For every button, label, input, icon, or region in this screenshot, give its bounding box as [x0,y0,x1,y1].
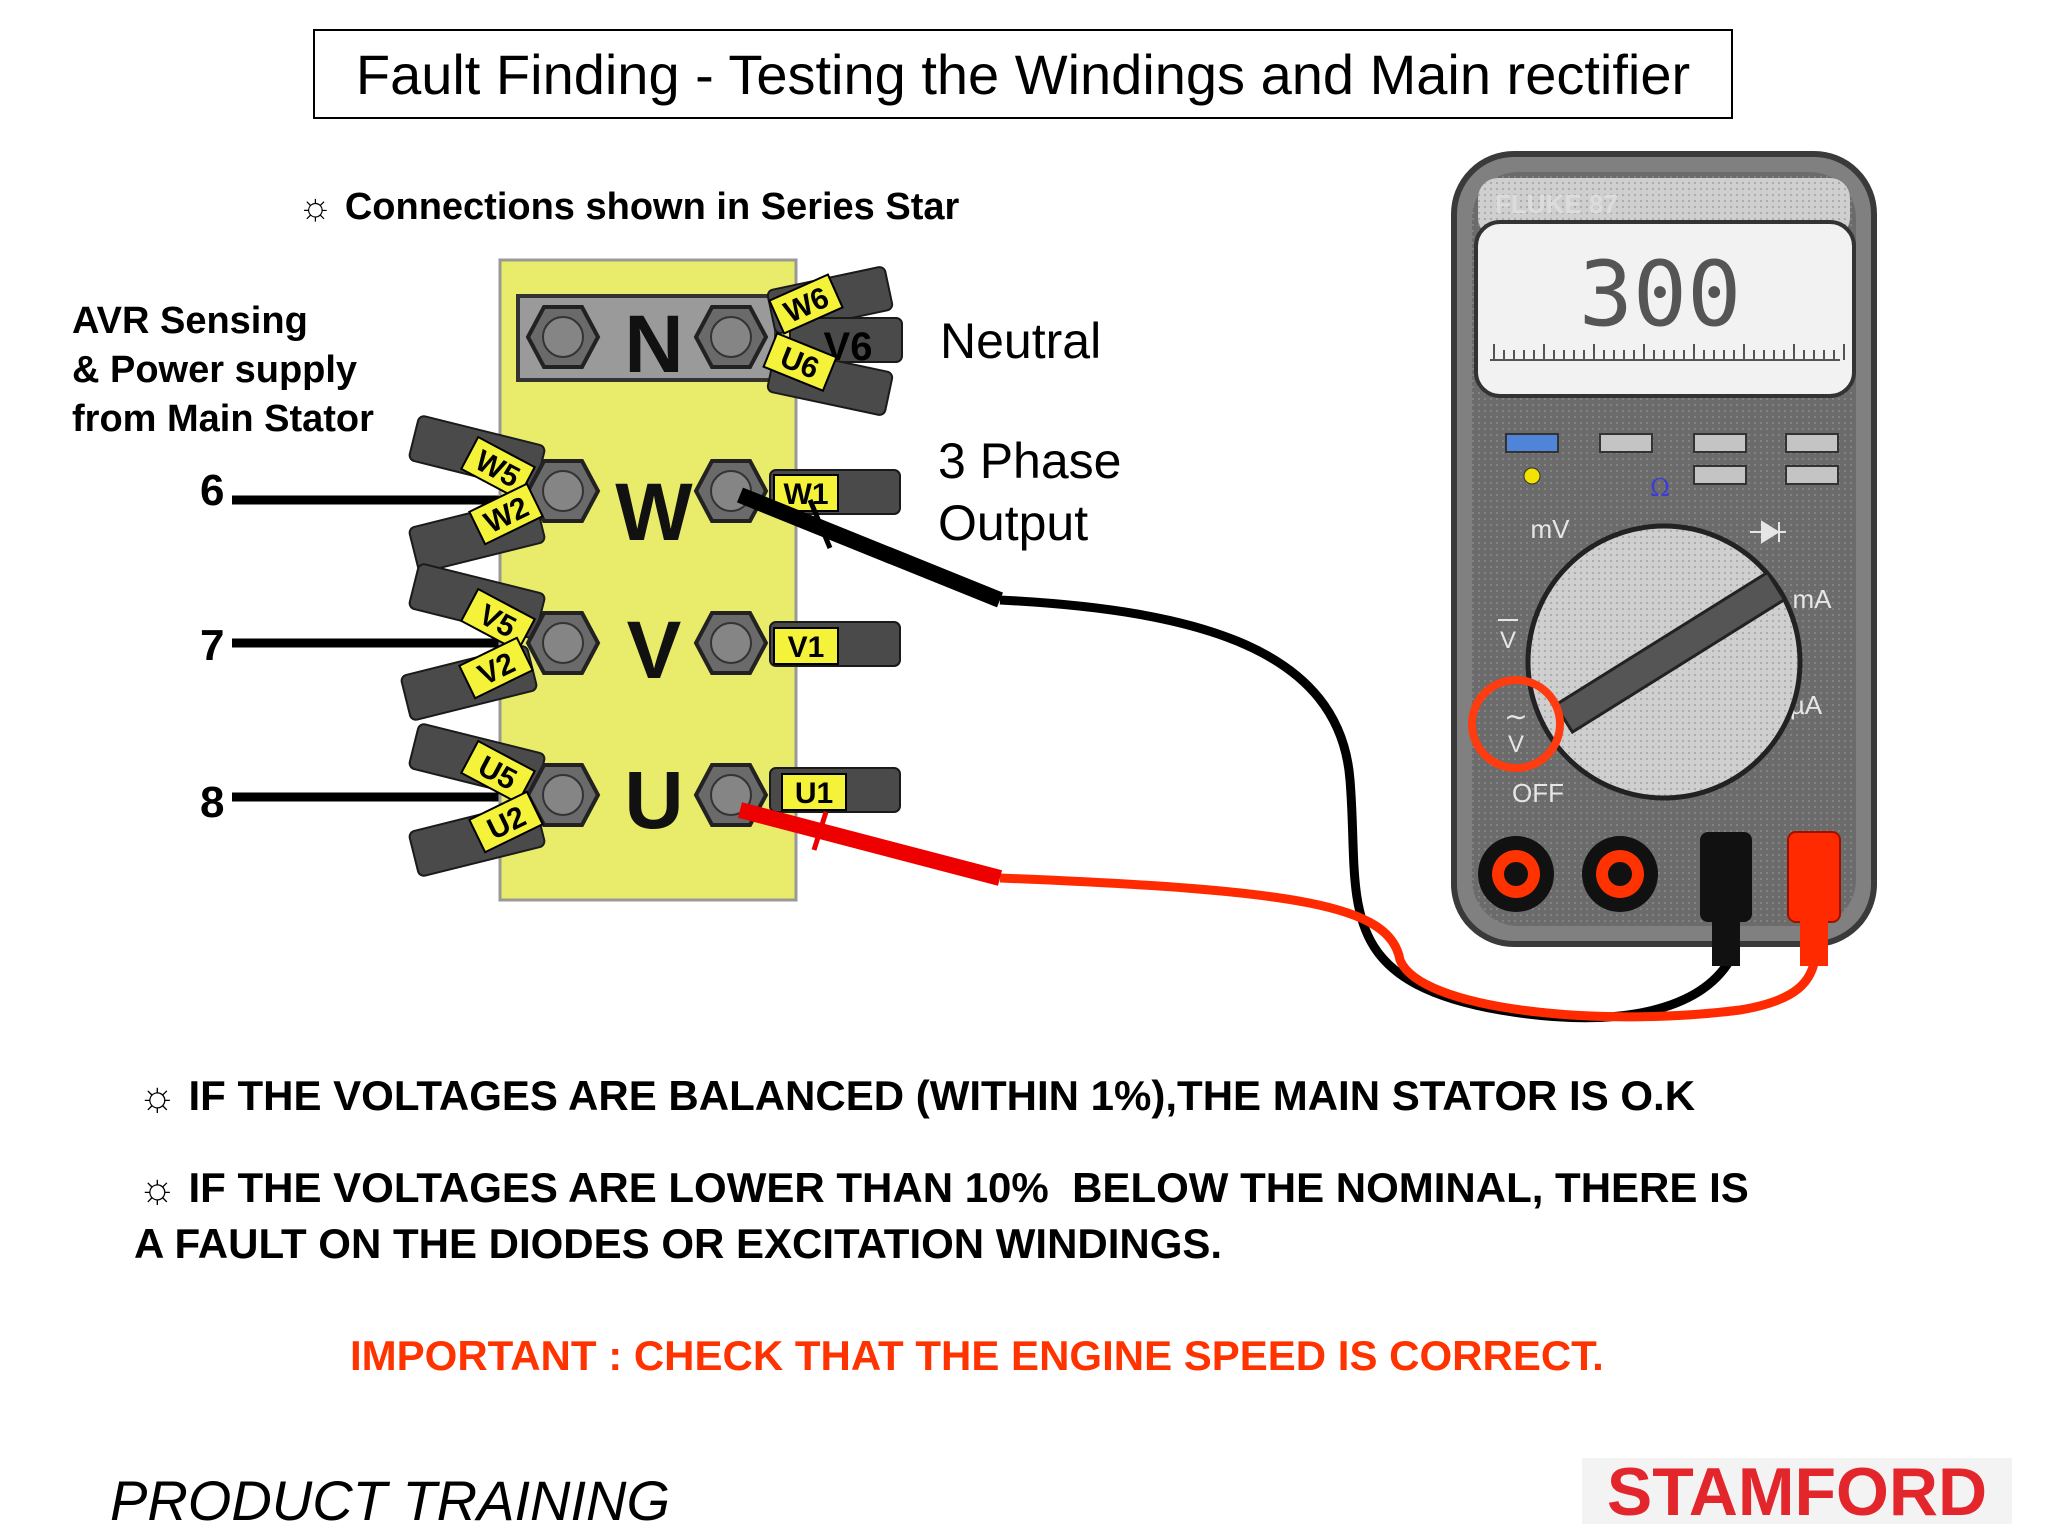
diode-icon [1750,520,1786,544]
meter-button-rel[interactable] [1693,465,1747,485]
dial-label-off: OFF [1512,778,1564,808]
dial-label-vac: V [1508,731,1524,758]
red-plug [1787,831,1841,923]
terminal-letter-n: N [624,299,683,390]
svg-text:V1: V1 [788,631,825,664]
avr-label-line-3: from Main Stator [72,398,374,440]
sun-bullet-icon: ☼ [138,1072,177,1119]
meter-button-range[interactable] [1599,433,1653,453]
meter-button-hz[interactable] [1785,465,1839,485]
red-test-lead [737,802,1820,1022]
ac-symbol-icon: ∼ [1504,700,1527,733]
dial-label-ma: mA [1793,584,1833,614]
bullet-balanced: ☼IF THE VOLTAGES ARE BALANCED (WITHIN 1%… [138,1072,1696,1119]
bullet-lower-line-2: A FAULT ON THE DIODES OR EXCITATION WIND… [134,1220,1223,1267]
multimeter: FLUKE 87 300 Ω mV mA µA OFF V [1451,151,1877,966]
sun-bullet-icon: ☼ [298,186,333,228]
svg-text:STAMFORD: STAMFORD [1607,1454,1987,1530]
tag-u1: U1 [781,773,847,811]
black-plug [1700,832,1752,922]
terminal-letter-v: V [627,605,682,696]
tag-v1: V1 [773,627,839,665]
svg-text:W1: W1 [784,478,829,511]
dial-label-vdc: V [1500,627,1516,654]
ac-volts-highlight [1468,676,1564,772]
important-note: IMPORTANT : CHECK THAT THE ENGINE SPEED … [350,1332,1604,1379]
meter-button-blue[interactable] [1505,433,1559,453]
bullet-lower-line-1: ☼IF THE VOLTAGES ARE LOWER THAN 10% BELO… [138,1164,1749,1211]
meter-reading: 300 [1579,242,1742,347]
terminal-letter-w: W [615,467,693,558]
stamford-logo: STAMFORD [1582,1454,2012,1530]
dial-label-mv: mV [1531,514,1571,544]
avr-label-line-1: AVR Sensing [72,300,308,342]
meter-indicator-led [1523,467,1541,485]
page-title: Fault Finding - Testing the Windings and… [313,29,1733,119]
output-label-line-1: 3 Phase [938,433,1122,489]
meter-button-hold[interactable] [1693,433,1747,453]
dial-label-ohm: Ω [1650,474,1670,502]
neutral-label: Neutral [940,313,1102,369]
dial-pointer [1553,570,1787,735]
series-star-note: ☼Connections shown in Series Star [298,186,960,228]
sensing-wire-7-label: 7 [200,621,225,670]
terminal-letter-u: U [624,755,683,846]
svg-text:U1: U1 [795,777,833,810]
sensing-wire-6-label: 6 [200,466,225,515]
meter-button-minmax[interactable] [1785,433,1839,453]
meter-brand: FLUKE 87 [1495,189,1618,219]
output-label-line-2: Output [938,495,1089,551]
sun-bullet-icon: ☼ [138,1164,177,1211]
footer-product-training: PRODUCT TRAINING [110,1469,670,1532]
meter-display [1474,220,1856,398]
avr-label-line-2: & Power supply [72,349,358,391]
sensing-wire-8-label: 8 [200,778,225,827]
